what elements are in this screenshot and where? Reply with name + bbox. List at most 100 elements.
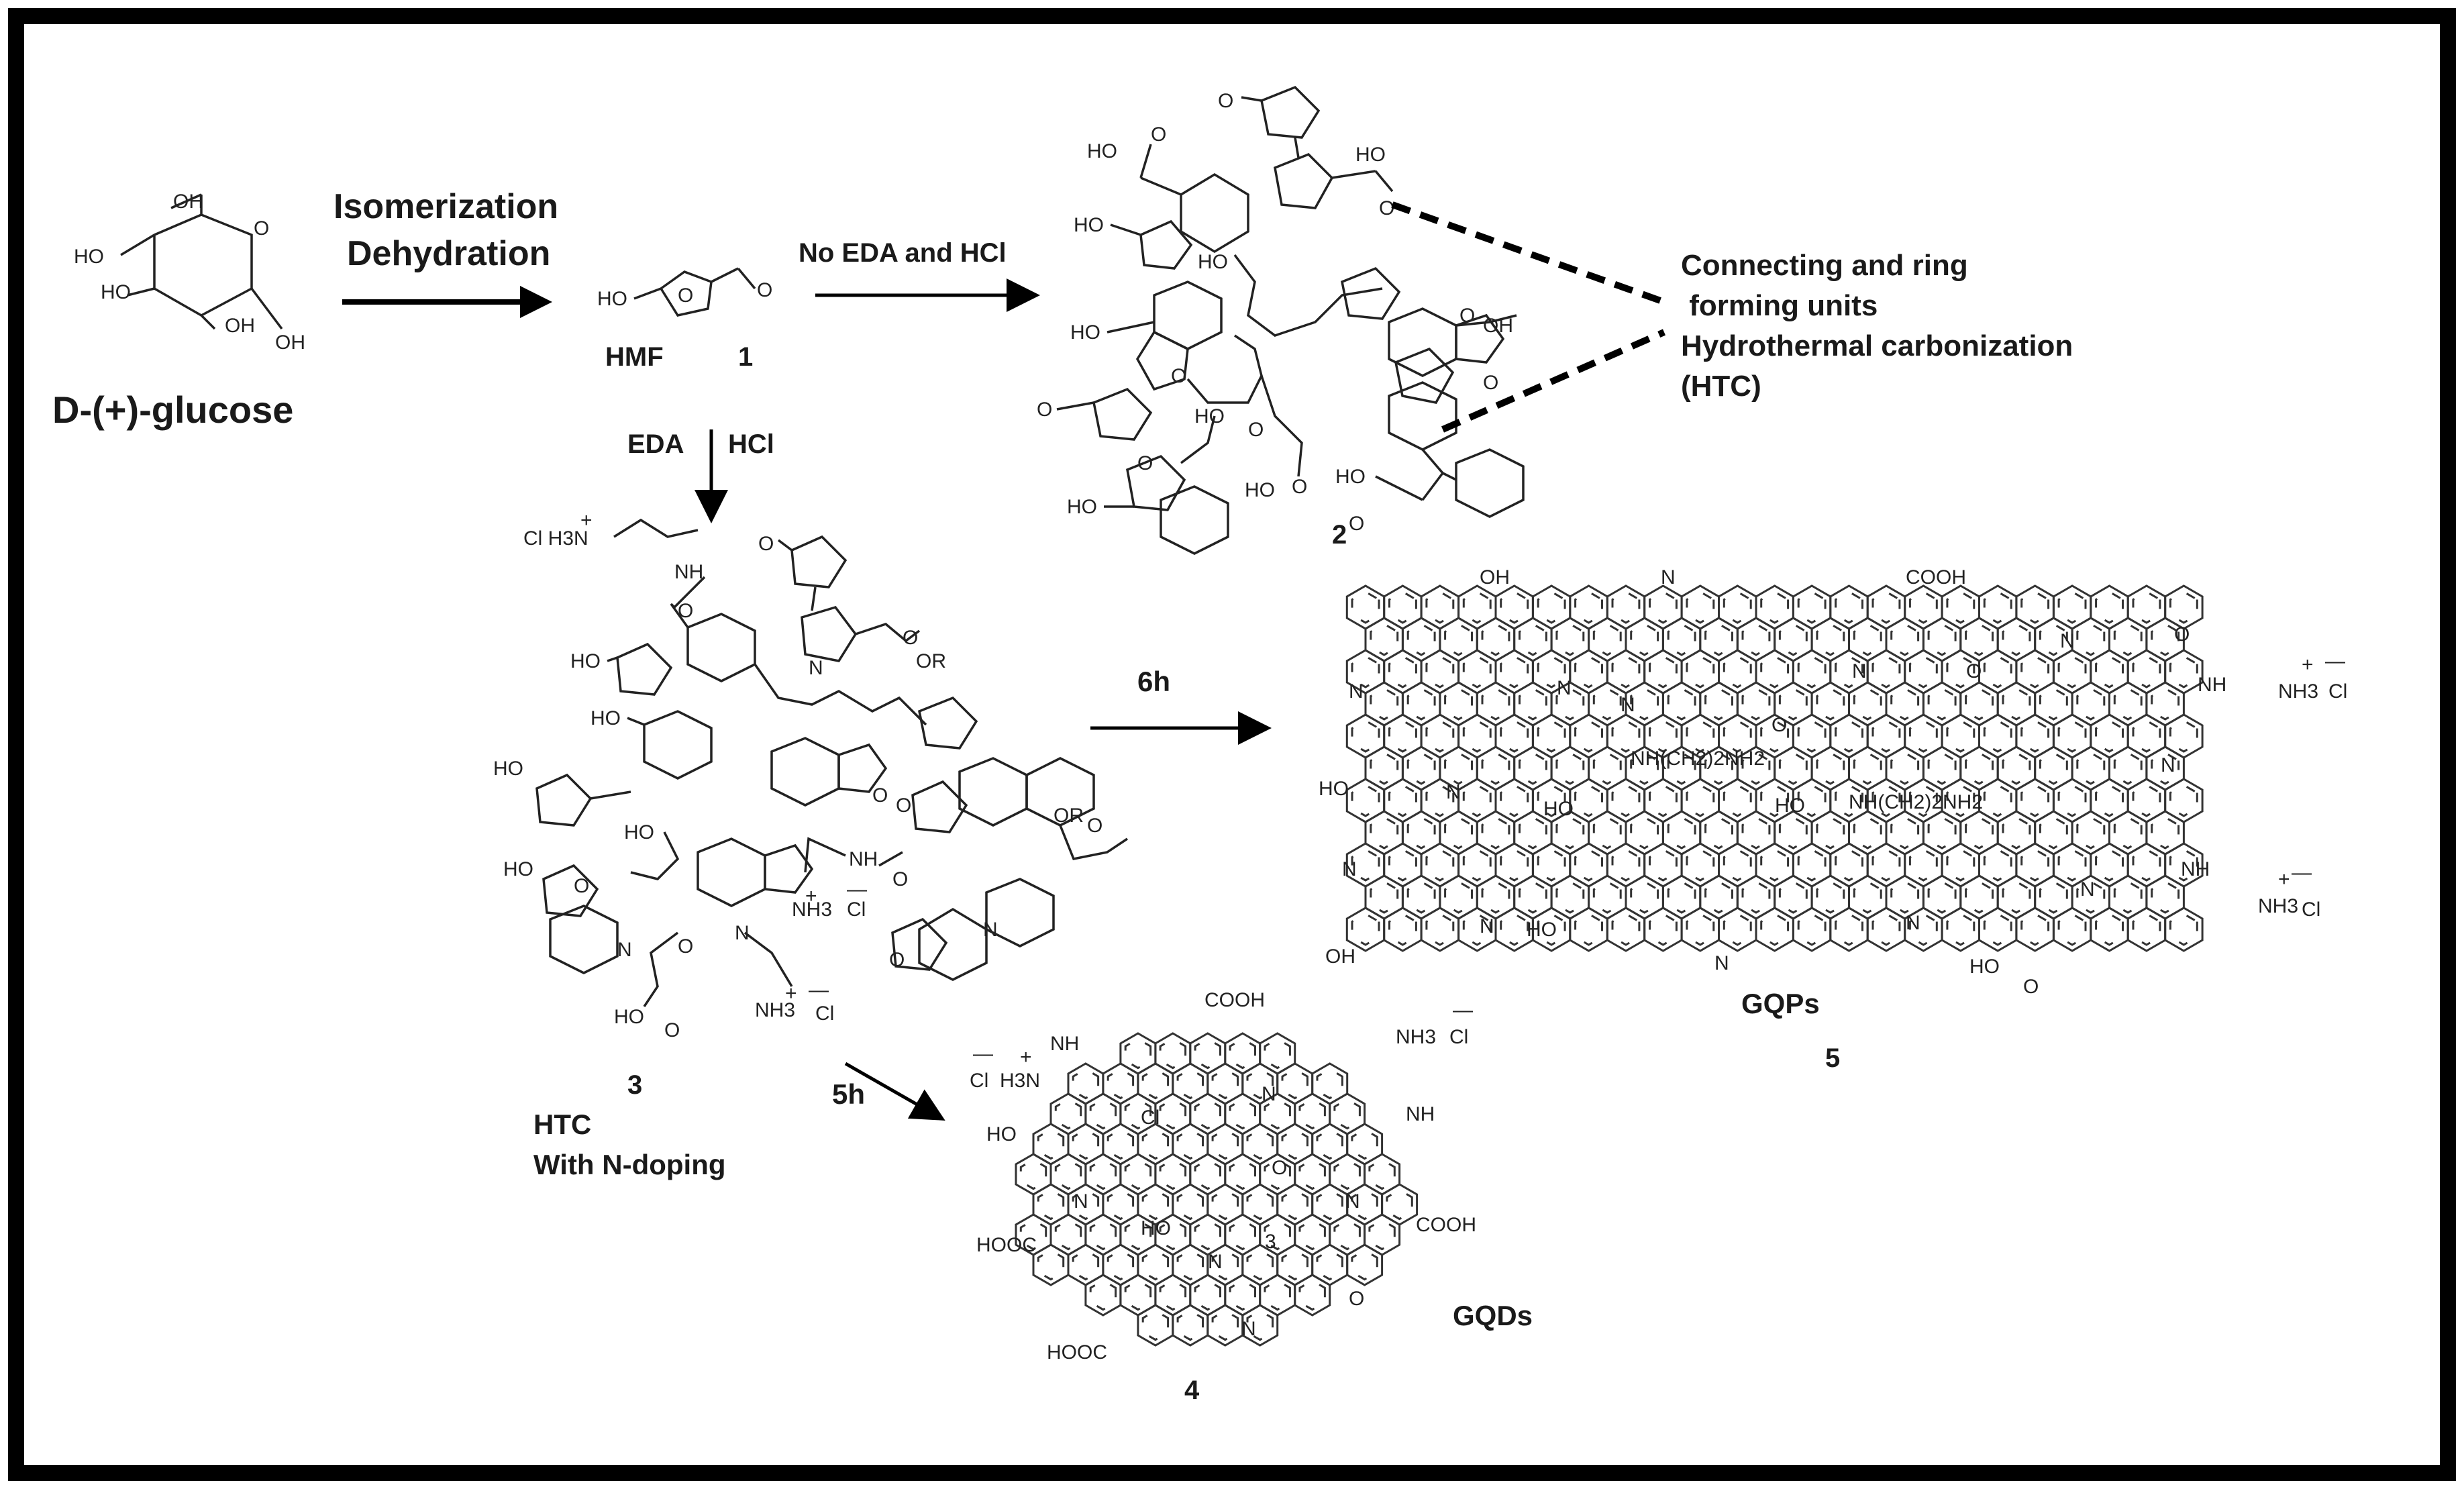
gqp-ring-double-bond (1667, 623, 1696, 656)
svg-text:OH: OH (1483, 315, 1513, 337)
gqd-ring (1241, 1304, 1279, 1347)
svg-text:N: N (1852, 660, 1867, 682)
gqd-ring-double-bond (1246, 1188, 1274, 1221)
gqp-ring-double-bond (1444, 880, 1473, 914)
gqp-ring-double-bond (2095, 655, 2124, 688)
gqp-ring-double-bond (1816, 752, 1845, 785)
htc-note: Connecting and ring forming units Hydrot… (1681, 249, 2073, 403)
svg-text:O: O (1349, 1288, 1364, 1310)
svg-text:+: + (2278, 868, 2290, 890)
svg-text:NH: NH (1406, 1103, 1435, 1125)
gqp-ring-double-bond (1908, 848, 1938, 882)
gqd-ring-double-bond (1072, 1068, 1100, 1100)
glucose-oh-top: OH (173, 191, 203, 213)
svg-text:N: N (1074, 1190, 1088, 1213)
gqp-ring-double-bond (1723, 784, 1752, 817)
svg-text:+: + (2302, 654, 2314, 676)
gqd-ring-double-bond (1351, 1249, 1378, 1281)
gqd-inner-number: 3 (1265, 1231, 1276, 1253)
gqd-ring-double-bond (1037, 1128, 1065, 1160)
gqd-ring-double-bond (1054, 1098, 1082, 1130)
gqp-ring-double-bond (1853, 752, 1882, 785)
gqd-ring-double-bond (1107, 1249, 1135, 1281)
gqp-ring-double-bond (1649, 913, 1678, 946)
svg-text:HO: HO (1245, 479, 1275, 501)
svg-text:Cl: Cl (2302, 898, 2320, 921)
gqd-ring (1346, 1243, 1384, 1286)
gqp-ring-double-bond (1574, 784, 1603, 817)
svg-text:Cl: Cl (1141, 1107, 1160, 1129)
gqp-ring-double-bond (1481, 752, 1510, 785)
gqp-ring-double-bond (1649, 784, 1678, 817)
svg-text:N: N (1621, 694, 1635, 716)
svg-text:N: N (735, 922, 750, 944)
figure-border (8, 8, 2456, 1481)
gqp-ring-double-bond (1574, 719, 1603, 753)
gqp-ring-double-bond (1481, 623, 1510, 656)
gqd-ring-double-bond (1141, 1128, 1170, 1160)
gqp-ring-double-bond (1890, 623, 1920, 656)
gqd-ring-double-bond (1229, 1279, 1256, 1311)
callout-line-lower (1441, 329, 1666, 433)
svg-text:HOOC: HOOC (976, 1234, 1037, 1256)
gqp-ring-double-bond (2002, 816, 2031, 850)
svg-text:HO: HO (614, 1006, 644, 1028)
gqd-ring-double-bond (1159, 1279, 1187, 1311)
gqp-ring-double-bond (1778, 816, 1808, 850)
gqp-ring-double-bond (1890, 752, 1920, 785)
htc-note-line-2: forming units (1681, 289, 1878, 322)
svg-text:HOOC: HOOC (1047, 1341, 1107, 1364)
gqp-ring-double-bond (1444, 816, 1473, 850)
hmf-ring-o: O (678, 285, 693, 307)
gqd-ring-double-bond (1229, 1037, 1256, 1070)
gqp-ring-double-bond (1741, 687, 1771, 721)
gqp-ring-double-bond (2039, 752, 2068, 785)
compound-2-structure: O HO O HO O HO HO O O OH HO O (1037, 85, 1525, 555)
compound-2-number: 2 (1332, 520, 1347, 550)
svg-text:O: O (1349, 513, 1364, 535)
svg-text:HO: HO (1074, 214, 1104, 236)
svg-text:N: N (983, 919, 998, 941)
gqp-ring-double-bond (1630, 816, 1659, 850)
svg-text:O: O (889, 949, 905, 971)
gqd-ring-double-bond (1246, 1128, 1274, 1160)
gqp-ring-double-bond (1406, 623, 1436, 656)
gqp-ring-double-bond (1927, 880, 1957, 914)
svg-text:HO: HO (1070, 321, 1100, 344)
gqp-ring-double-bond (1574, 655, 1603, 688)
step-6h: 6h (1137, 666, 1170, 697)
gqp-ring-double-bond (1370, 816, 1399, 850)
gqp-ring-double-bond (1611, 784, 1641, 817)
gqp-ring-double-bond (1667, 880, 1696, 914)
gqp-ring-double-bond (1797, 913, 1827, 946)
svg-text:—: — (2292, 862, 2312, 884)
svg-text:—: — (2325, 650, 2345, 672)
gqp-ring-double-bond (1797, 655, 1827, 688)
gqp-ring-double-bond (1351, 719, 1380, 753)
gqp-ring-double-bond (1946, 848, 1975, 882)
hmf-aldehyde-o: O (757, 279, 772, 301)
gqp-ring-double-bond (1908, 591, 1938, 624)
gqp-ring-double-bond (1388, 784, 1417, 817)
gqp-ring-double-bond (1406, 816, 1436, 850)
gqp-ring-double-bond (1890, 816, 1920, 850)
gqp-ring-double-bond (1425, 913, 1455, 946)
svg-text:OR: OR (916, 650, 946, 672)
gqp-ring-double-bond (2002, 687, 2031, 721)
gqp-ring-double-bond (2132, 591, 2161, 624)
gqp-ring-double-bond (1686, 655, 1715, 688)
gqp-ring-double-bond (1537, 719, 1566, 753)
gqp-ring-double-bond (2095, 719, 2124, 753)
gqp-ring-double-bond (2020, 655, 2050, 688)
gqp-ring-double-bond (1370, 752, 1399, 785)
gqp-ring-double-bond (1871, 848, 1901, 882)
gqp-ring-double-bond (1592, 816, 1622, 850)
svg-text:+: + (785, 982, 797, 1005)
svg-text:HO: HO (986, 1123, 1017, 1145)
gqp-ring-double-bond (2020, 913, 2050, 946)
svg-text:H3N: H3N (1000, 1070, 1040, 1092)
svg-text:NH3: NH3 (755, 999, 795, 1021)
gqd-ring-double-bond (1333, 1158, 1361, 1190)
gqp-ring-double-bond (2057, 591, 2087, 624)
gqd-ring-double-bond (1211, 1068, 1239, 1100)
